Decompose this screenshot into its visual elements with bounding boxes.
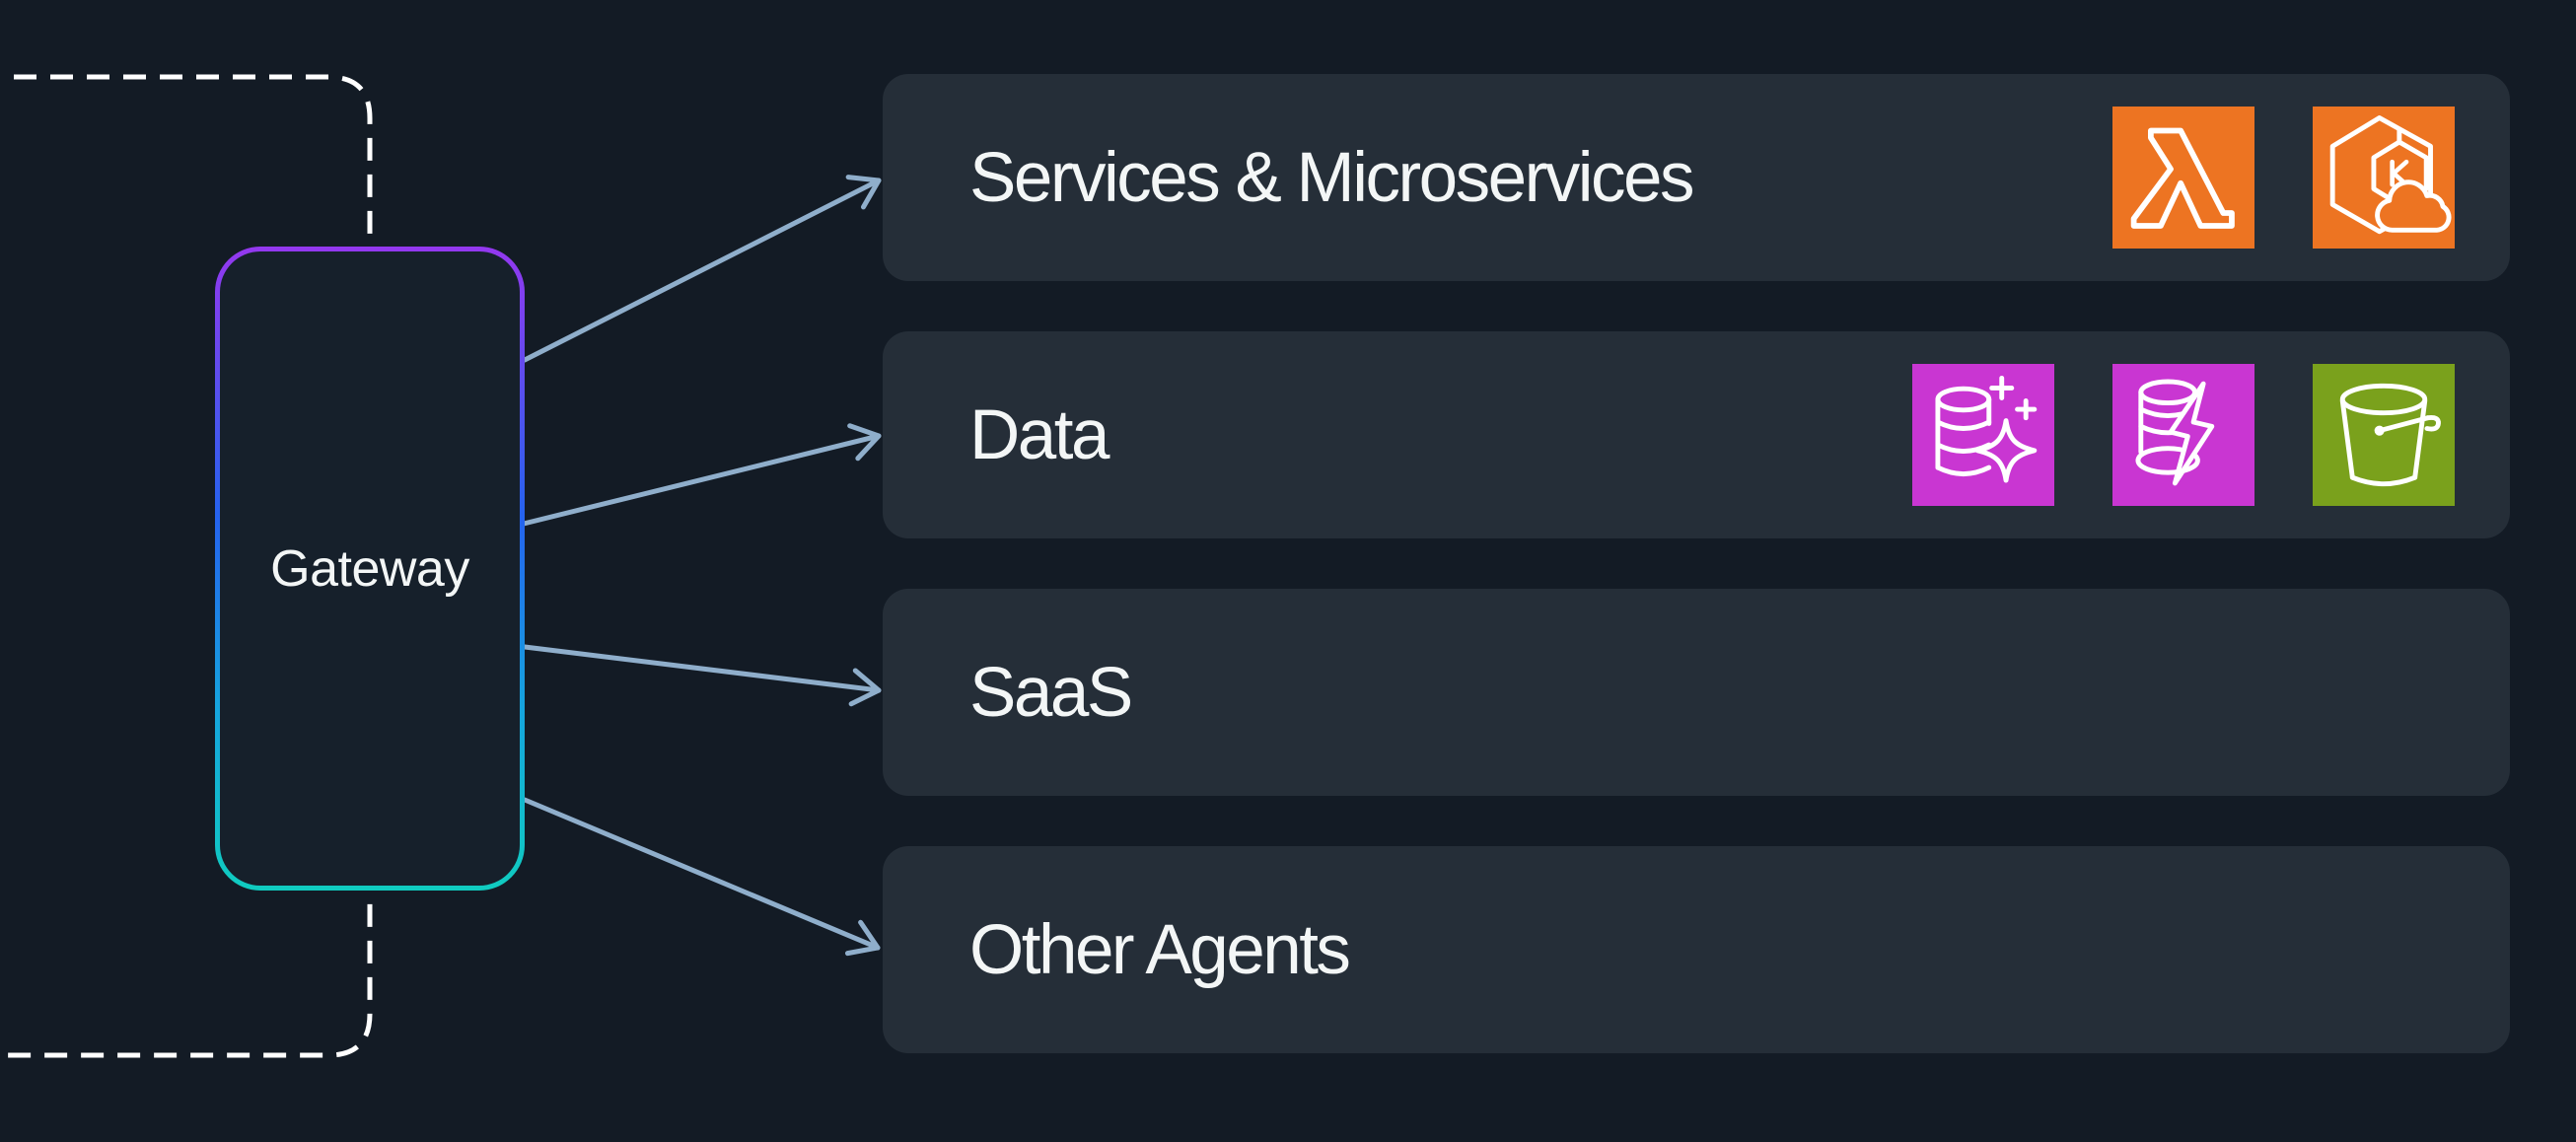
arrow-to-data bbox=[521, 423, 882, 527]
database-lightning-icon bbox=[2112, 364, 2254, 506]
card-icon-group bbox=[1912, 364, 2455, 506]
card-other-agents: Other Agents bbox=[883, 846, 2510, 1053]
card-title: Other Agents bbox=[969, 910, 1351, 989]
gateway-label: Gateway bbox=[270, 539, 469, 598]
card-title: SaaS bbox=[969, 653, 1133, 732]
card-data: Data bbox=[883, 331, 2510, 538]
lambda-icon bbox=[2112, 107, 2254, 249]
arrow-to-other-agents bbox=[522, 797, 881, 957]
card-title: Data bbox=[969, 395, 1109, 474]
dashed-boundary bbox=[0, 74, 373, 1058]
gateway-arrows bbox=[521, 175, 882, 957]
database-sparkle-icon bbox=[1912, 364, 2054, 506]
eks-icon bbox=[2313, 107, 2455, 249]
card-title: Services & Microservices bbox=[969, 138, 1695, 217]
arrow-to-services bbox=[522, 175, 882, 363]
card-saas: SaaS bbox=[883, 589, 2510, 796]
card-services-microservices: Services & Microservices bbox=[883, 74, 2510, 281]
s3-bucket-icon bbox=[2313, 364, 2455, 506]
card-icon-group bbox=[2112, 107, 2455, 249]
arrow-to-saas bbox=[522, 644, 882, 707]
gateway-node: Gateway bbox=[215, 247, 525, 891]
